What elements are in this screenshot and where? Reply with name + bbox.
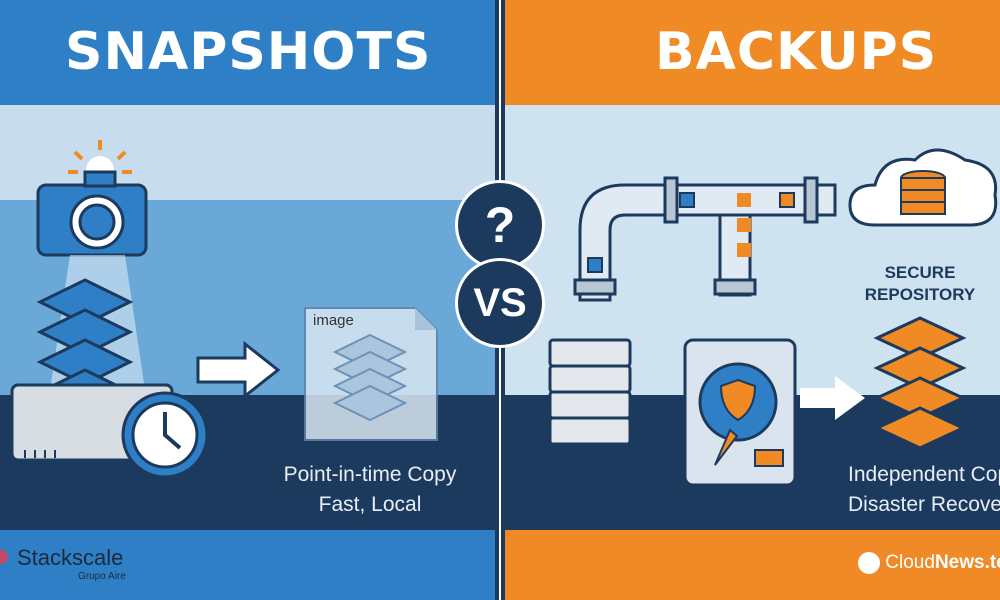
arrow-icon — [196, 340, 281, 400]
cloud-icon — [848, 148, 998, 227]
file-icon — [304, 307, 438, 441]
cloud-logo-icon — [858, 552, 880, 574]
secure-repository-label: SECURE REPOSITORY — [860, 262, 980, 306]
backup-caption: Independent Copy Disaster Recovery — [848, 460, 1000, 520]
logo-name-light: Cloud — [885, 552, 935, 574]
cloudnews-logo: CloudNews.te — [858, 552, 1000, 574]
repo-line-2: REPOSITORY — [864, 285, 976, 304]
clock-icon — [121, 391, 209, 479]
repo-line-1: SECURE — [884, 263, 956, 282]
snapshot-caption: Point-in-time Copy Fast, Local — [270, 460, 470, 520]
backup-illustration — [548, 148, 998, 487]
caption-line-2: Fast, Local — [318, 493, 422, 516]
pipeline — [573, 176, 837, 302]
arrow-icon — [800, 376, 865, 420]
logo-subtitle: Grupo Aire — [78, 571, 126, 582]
caption-line-2: Disaster Recovery — [848, 493, 1000, 516]
server-rack-icon — [548, 338, 632, 446]
data-blocks — [587, 192, 795, 273]
right-footer-band — [505, 530, 1000, 600]
file-label: image — [313, 312, 354, 329]
hard-drive-icon — [683, 338, 797, 487]
caption-line-1: Independent Copy — [848, 463, 1000, 486]
stackscale-logo: Stackscale Grupo Aire — [0, 545, 126, 582]
left-footer-band — [0, 530, 495, 600]
orange-disk-stack-icon — [873, 316, 967, 450]
vs-badge: VS — [455, 258, 545, 348]
camera-icon — [36, 170, 148, 257]
logo-name: Stackscale — [17, 545, 124, 570]
caption-line-1: Point-in-time Copy — [283, 463, 457, 486]
snapshot-illustration — [10, 140, 438, 479]
question-badge: ? — [455, 180, 545, 270]
snapshots-title: SNAPSHOTS — [65, 22, 432, 82]
left-header-band — [0, 0, 495, 105]
right-header-band — [505, 0, 1000, 105]
logo-mark-icon — [0, 550, 8, 564]
logo-name-bold: News.te — [934, 552, 1000, 574]
backups-title: BACKUPS — [655, 22, 938, 82]
